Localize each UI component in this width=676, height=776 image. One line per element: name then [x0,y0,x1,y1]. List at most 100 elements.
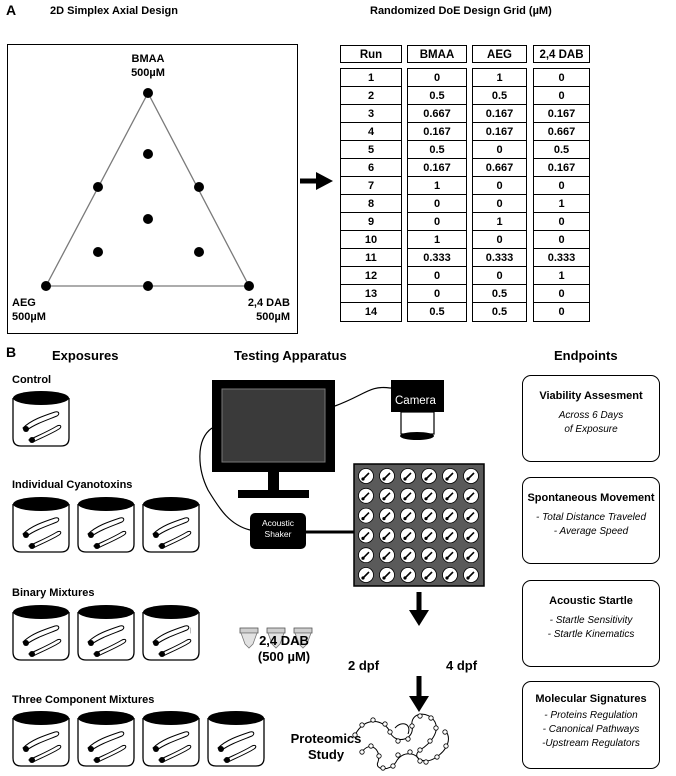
beaker [207,711,265,767]
grid-cell: 0.167 [473,105,526,123]
beaker [77,497,135,553]
design-point [143,88,153,98]
grid-cell: 7 [341,177,401,195]
grid-cell: 0 [534,177,589,195]
grid-cell: 0 [558,306,565,318]
protein-bead [417,713,423,719]
exposure-beakers [12,391,265,767]
protein-bead [417,758,423,764]
endpoint-spontaneous-movement: Spontaneous Movement - Total Distance Tr… [522,477,660,564]
grid-cell: 0 [534,213,589,231]
camera-body [391,380,444,412]
design-point [143,149,153,159]
grid-cell: 12 [341,267,401,285]
design-point [93,247,103,257]
grid-cell: 1 [473,69,526,87]
grid-cell: 14 [364,306,378,318]
endpoint-acoustic-startle: Acoustic Startle - Startle Sensitivity -… [522,580,660,667]
protein-bead [423,759,429,765]
monitor-screen [221,388,326,463]
protein-bead [370,717,376,723]
endpoints-title: Endpoints [554,348,618,363]
grid-cell: 0.167 [534,105,589,123]
grid-cell: 1 [534,195,589,213]
endpoint-molecular-signatures: Molecular Signatures - Proteins Regulati… [522,681,660,769]
grid-cell: 9 [341,213,401,231]
grid-cell: 0 [473,267,526,285]
grid-cell: 0 [534,69,589,87]
grid-cell: 0.5 [408,141,466,159]
protein-bead [427,738,433,744]
protein-bead [380,765,386,771]
design-point [194,182,204,192]
beaker [12,497,70,553]
protein-bead [359,722,365,728]
protein-bead [428,715,434,721]
grid-cell: 6 [341,159,401,177]
grid-cell: 1 [473,213,526,231]
protein-bead [368,743,374,749]
protein-bead [359,749,365,755]
design-point [194,247,204,257]
beaker [77,605,135,661]
protein-bead [434,754,440,760]
grid-cell: 1 [341,69,401,87]
grid-cell: 0 [534,87,589,105]
grid-cell: 0.5 [534,141,589,159]
dpf-2-label: 2 dpf [348,658,380,673]
camera-lens-mount [400,411,435,435]
grid-cell: 0 [534,231,589,249]
apparatus-title: Testing Apparatus [234,348,347,363]
grid-cell: 2 [341,87,401,105]
design-point [143,281,153,291]
beaker [77,711,135,767]
grid-cell: 0.667 [473,159,526,177]
arrow-head [409,696,429,712]
grid-cell: 0 [473,231,526,249]
grid-cell: 0.333 [408,249,466,267]
panel-a-label: A [6,2,17,18]
grid-cell: 0.167 [408,159,466,177]
beaker [12,605,70,661]
grid-header: AEG [472,45,527,63]
grid-title: Randomized DoE Design Grid (µM) [370,5,552,17]
protein-bead [352,732,358,738]
beaker [142,711,200,767]
panel-b-label: B [6,344,17,360]
simplex-diagram [41,88,333,291]
grid-header: 2,4 DAB [533,45,590,63]
grid-cell: 0.167 [408,123,466,141]
grid-cell: 0.5 [429,306,445,318]
grid-cell: 0.333 [473,249,526,267]
grid-cell: 0 [408,69,466,87]
acoustic-shaker [250,513,306,549]
design-point [244,281,254,291]
grid-cell: 0 [408,195,466,213]
protein-bead [443,743,449,749]
grid-cell: 0.667 [534,123,589,141]
protein-bead [382,721,388,727]
grid-cell: 0 [473,177,526,195]
grid-cell: 0.167 [473,123,526,141]
grid-cell: 0.5 [473,87,526,105]
protein-bead [387,729,393,735]
grid-cell: 0.667 [408,105,466,123]
grid-cell: 0 [408,285,466,303]
design-point [41,281,51,291]
protein-bead [433,725,439,731]
simplex-frame [7,44,298,334]
protein-structure [354,713,449,770]
grid-cell: 0 [473,195,526,213]
grid-cell: 1 [534,267,589,285]
grid-cell: 0.5 [473,285,526,303]
grid-cell: 0.5 [408,87,466,105]
beaker [12,711,70,767]
dab-label: 2,4 DAB(500 µM) [257,633,311,664]
grid-cell: 1 [408,177,466,195]
simplex-title: 2D Simplex Axial Design [50,5,178,17]
protein-bead [409,723,415,729]
protein-bead [376,753,382,759]
